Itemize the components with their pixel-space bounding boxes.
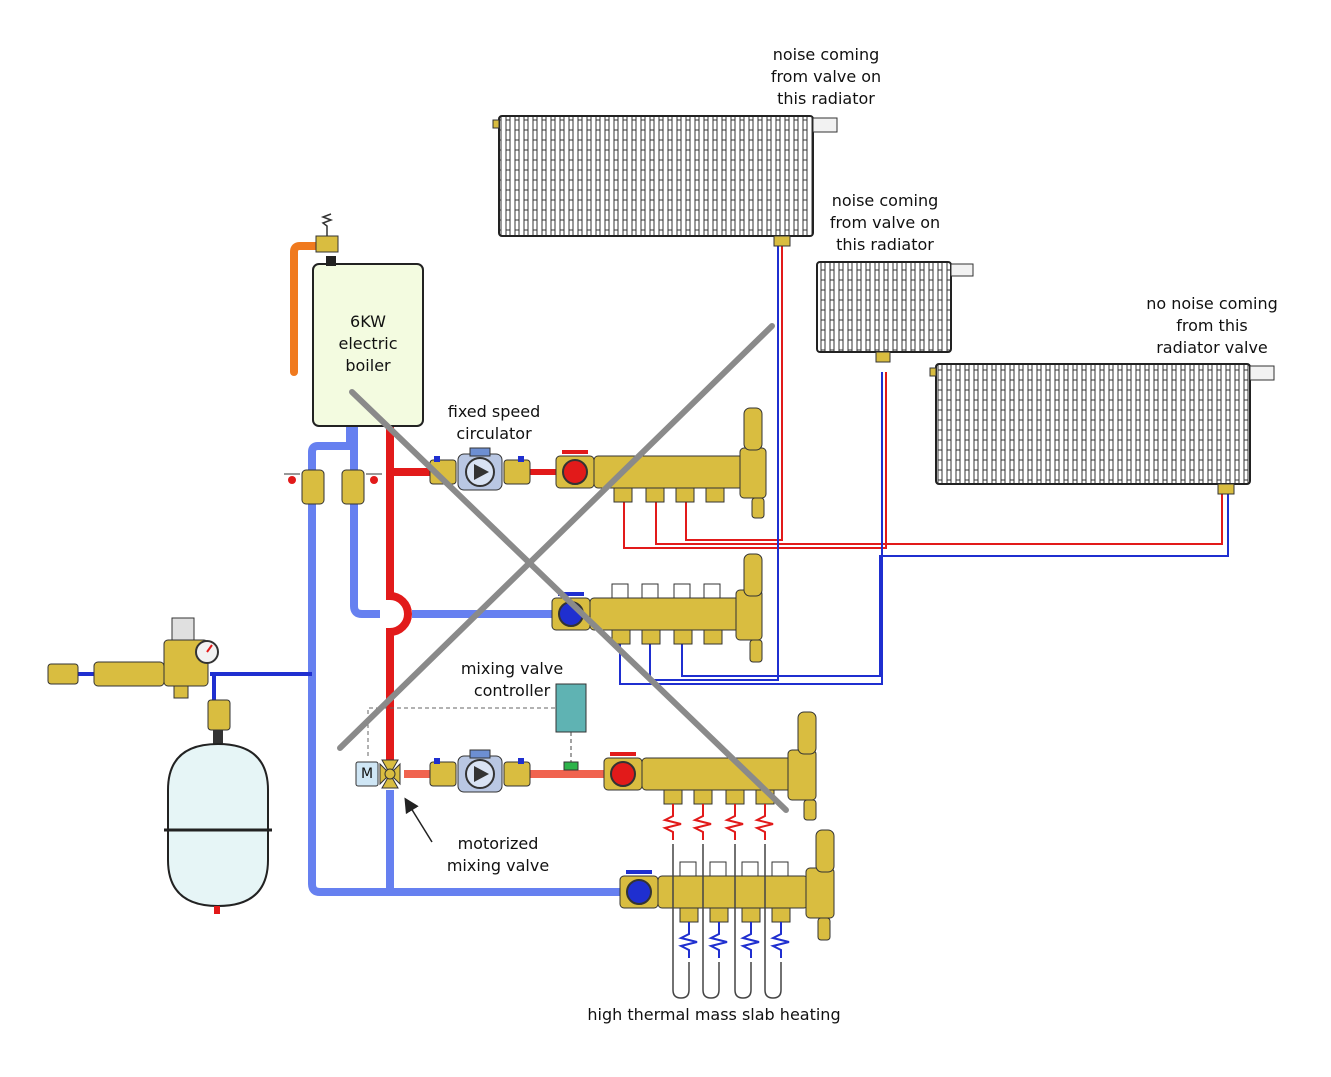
radiator-supply-manifold bbox=[555, 407, 767, 519]
electric-boiler bbox=[312, 213, 424, 427]
slab-heating-loops bbox=[662, 804, 790, 999]
slab-supply-manifold bbox=[603, 711, 817, 821]
expansion-tank bbox=[164, 699, 272, 914]
circulator-label: fixed speed circulator bbox=[447, 402, 541, 443]
fixed-speed-circulator bbox=[429, 447, 531, 491]
mixing-valve-pointer bbox=[404, 797, 433, 843]
slab-return-manifold bbox=[619, 829, 835, 941]
radiator-3-note: no noise coming from this radiator valve bbox=[1146, 294, 1278, 357]
controller-label: mixing valve controller bbox=[460, 659, 564, 700]
radiator-distribution bbox=[619, 240, 1229, 685]
slab-circulator bbox=[429, 749, 531, 793]
relief-discharge bbox=[290, 242, 322, 376]
return-main-loop bbox=[308, 426, 620, 896]
supply-riser bbox=[386, 426, 412, 760]
mixing-valve-controller bbox=[367, 683, 587, 771]
motorized-mixing-valve bbox=[355, 759, 401, 789]
radiator-1-note: noise coming from valve on this radiator bbox=[770, 45, 882, 108]
actuator-symbol: M bbox=[360, 766, 374, 782]
boiler-label: 6KW electric boiler bbox=[338, 312, 398, 375]
radiator-2-note: noise coming from valve on this radiator bbox=[829, 191, 941, 254]
return-to-boiler bbox=[350, 426, 556, 618]
radiator-1 bbox=[492, 115, 838, 247]
boiler-isolation-valves bbox=[284, 469, 382, 505]
return-main-pipes bbox=[210, 426, 620, 896]
fill-valve-assembly bbox=[47, 617, 219, 699]
cross-out-mark bbox=[337, 323, 789, 813]
radiator-3 bbox=[929, 363, 1275, 495]
mixing-valve-label: motorized mixing valve bbox=[446, 834, 550, 875]
slab-heating-label: high thermal mass slab heating bbox=[587, 1005, 841, 1024]
radiator-2 bbox=[816, 261, 974, 363]
radiator-return-manifold bbox=[551, 553, 763, 663]
